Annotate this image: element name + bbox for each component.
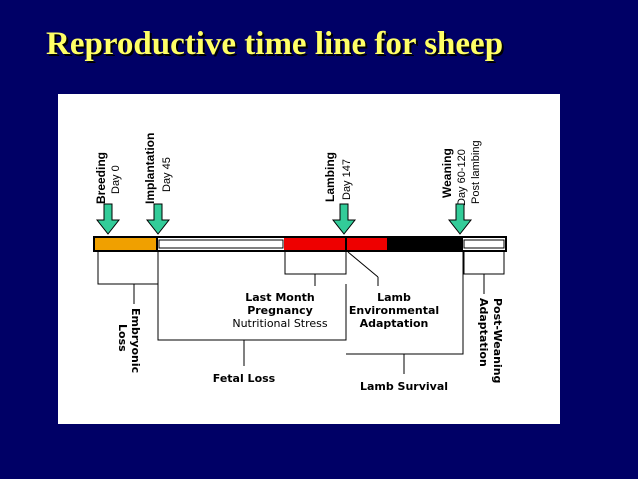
lamb-env-segment bbox=[347, 238, 387, 250]
embryonic-line1: Embryonic bbox=[129, 308, 142, 373]
lamb-env-line1: Lamb bbox=[377, 291, 411, 304]
lamb-survival-label: Lamb Survival bbox=[360, 380, 448, 393]
lambing-arrow bbox=[331, 203, 357, 235]
last-month-segment bbox=[284, 238, 346, 250]
embryonic-line2: Loss bbox=[116, 324, 129, 352]
breeding-day: Day 0 bbox=[110, 165, 122, 194]
implantation-label: Implantation Day 45 bbox=[143, 133, 173, 204]
lambing-name: Lambing bbox=[323, 152, 337, 202]
last-month-line1: Last Month bbox=[245, 291, 315, 304]
timeline-bar bbox=[93, 236, 507, 252]
implantation-name: Implantation bbox=[143, 133, 157, 204]
gestation-segment bbox=[158, 239, 284, 249]
weaning-day: Day 60-120 bbox=[456, 149, 468, 206]
lamb-env-line2: Environmental bbox=[349, 304, 439, 317]
weaning-note: Post lambing bbox=[470, 140, 482, 204]
weaning-arrow bbox=[447, 203, 473, 235]
lambing-day: Day 147 bbox=[341, 159, 353, 200]
last-month-line2: Pregnancy bbox=[247, 304, 313, 317]
breeding-label: Breeding Day 0 bbox=[94, 152, 122, 204]
weaning-name: Weaning bbox=[440, 148, 454, 198]
post-weaning-line2: Adaptation bbox=[477, 298, 490, 367]
embryonic-segment bbox=[95, 238, 157, 250]
post-weaning-line1: Post-Weaning bbox=[491, 298, 504, 383]
post-weaning-segment bbox=[463, 239, 505, 249]
post-weaning-label: Post-Weaning Adaptation bbox=[477, 298, 504, 383]
lamb-env-label: Lamb Environmental Adaptation bbox=[349, 291, 439, 330]
breeding-arrow bbox=[95, 203, 121, 235]
implantation-arrow bbox=[145, 203, 171, 235]
weaning-label: Weaning Day 60-120 Post lambing bbox=[440, 140, 482, 206]
slide-title: Reproductive time line for sheep bbox=[46, 26, 504, 62]
bracket-lines bbox=[97, 251, 505, 374]
lactation-segment bbox=[387, 238, 463, 250]
fetal-loss-label: Fetal Loss bbox=[213, 372, 276, 385]
implantation-day: Day 45 bbox=[161, 157, 173, 192]
last-month-label: Last Month Pregnancy Nutritional Stress bbox=[232, 291, 328, 330]
breeding-name: Breeding bbox=[94, 152, 108, 204]
last-month-line3: Nutritional Stress bbox=[232, 317, 328, 330]
embryonic-loss-label: Embryonic Loss bbox=[116, 308, 142, 373]
lambing-label: Lambing Day 147 bbox=[323, 152, 353, 202]
timeline-diagram: Breeding Day 0 Implantation Day 45 Lambi… bbox=[58, 94, 560, 424]
lamb-env-line3: Adaptation bbox=[360, 317, 429, 330]
